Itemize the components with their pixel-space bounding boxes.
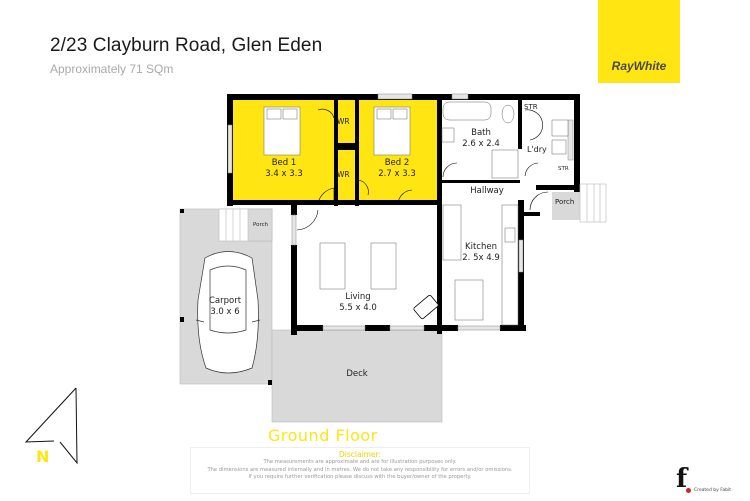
living-name: Living bbox=[345, 292, 371, 302]
windows bbox=[227, 93, 574, 331]
area-subtitle: Approximately 71 SQm bbox=[50, 62, 174, 76]
credit-text: Created by Fabit bbox=[694, 488, 731, 493]
wr-floor bbox=[337, 100, 358, 203]
str1-label: STR bbox=[524, 103, 538, 111]
str2-label: STR bbox=[558, 166, 569, 172]
bed2-label: Bed 2 2.7 x 3.3 bbox=[378, 158, 415, 180]
deck-label: Deck bbox=[346, 369, 368, 379]
kitchen-name: Kitchen bbox=[465, 242, 497, 252]
bed1-name: Bed 1 bbox=[271, 158, 297, 168]
disclaimer-line: If you require further verification plea… bbox=[248, 474, 472, 480]
wr2-label: WR bbox=[337, 170, 350, 179]
wr1-label: WR bbox=[337, 117, 350, 126]
bed1-dims: 3.4 x 3.3 bbox=[265, 169, 303, 179]
fabit-dot-icon bbox=[686, 488, 691, 493]
laundry-label: L'dry bbox=[527, 145, 547, 154]
doors bbox=[296, 108, 549, 231]
raywhite-logo: RayWhite bbox=[598, 0, 680, 83]
hallway-label: Hallway bbox=[470, 186, 504, 196]
page-title: 2/23 Clayburn Road, Glen Eden bbox=[50, 35, 323, 56]
living-label: Living 5.5 x 4.0 bbox=[339, 292, 376, 314]
bed2-name: Bed 2 bbox=[384, 158, 410, 168]
bed1-label: Bed 1 3.4 x 3.3 bbox=[265, 158, 302, 180]
east-porch bbox=[552, 192, 580, 220]
disclaimer-line: The measurements are approximate and are… bbox=[263, 459, 457, 465]
bath-fixtures bbox=[441, 101, 569, 179]
bed-icons bbox=[263, 106, 411, 156]
kitchen-fixtures bbox=[442, 204, 519, 326]
kitchen-label: Kitchen 2. 5x 4.9 bbox=[462, 242, 499, 264]
carport-label: Carport 3.0 x 6 bbox=[209, 296, 241, 318]
disclaimer-box: Disclaimer: The measurements are approxi… bbox=[190, 447, 530, 494]
bath-dims: 2.6 x 2.4 bbox=[462, 139, 500, 149]
carport-name: Carport bbox=[208, 296, 242, 306]
north-arrow-icon bbox=[24, 387, 78, 465]
west-porch-label: Porch bbox=[253, 222, 269, 228]
bed2-dims: 2.7 x 3.3 bbox=[378, 169, 416, 179]
living-dims: 5.5 x 4.0 bbox=[339, 303, 377, 313]
carport-dims: 3.0 x 6 bbox=[210, 307, 240, 317]
floor-label: Ground Floor bbox=[268, 426, 378, 445]
brand-name: RayWhite bbox=[611, 59, 667, 73]
bath-label: Bath 2.6 x 2.4 bbox=[462, 128, 499, 150]
tv-unit-icon bbox=[413, 294, 439, 320]
kitchen-dims: 2. 5x 4.9 bbox=[462, 253, 500, 263]
disclaimer-heading: Disclaimer: bbox=[338, 450, 382, 459]
east-porch-label: Porch bbox=[555, 198, 575, 206]
sofa-icons bbox=[319, 242, 397, 290]
deck-area bbox=[271, 329, 443, 423]
disclaimer-line: The dimensions are measured internally a… bbox=[207, 466, 513, 473]
fabit-logo-icon: f bbox=[676, 464, 688, 494]
car-icon bbox=[195, 251, 261, 374]
compass-north-label: N bbox=[36, 447, 50, 466]
west-porch-steps bbox=[218, 208, 273, 242]
bath-name: Bath bbox=[471, 128, 491, 138]
